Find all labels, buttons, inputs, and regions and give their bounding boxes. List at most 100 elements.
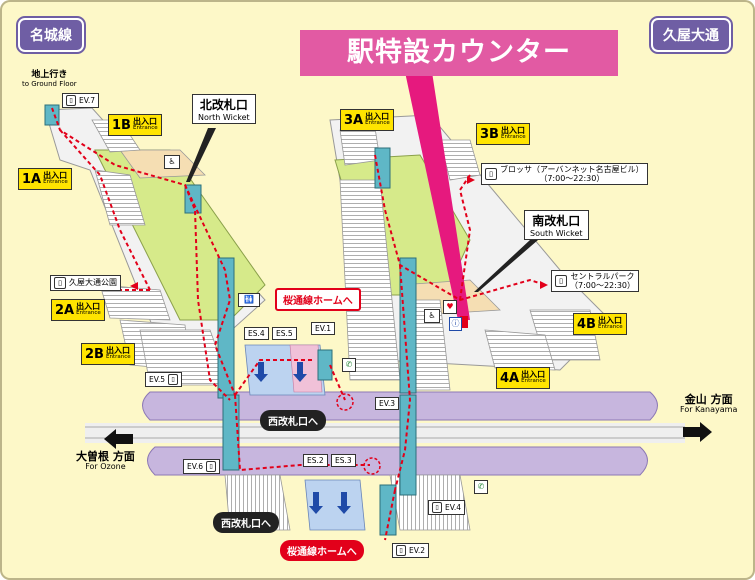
entrance-en: Entrance xyxy=(365,120,390,127)
entrance-ja: 出入口 xyxy=(597,316,622,326)
elevator-shaft-ev7 xyxy=(44,104,60,126)
elevator-ev3[interactable]: EV.3 xyxy=(375,397,400,410)
entrance-en: Entrance xyxy=(132,125,158,132)
entrance-en: Entrance xyxy=(76,310,101,317)
escalator-es4[interactable]: ES.4 xyxy=(244,327,269,340)
information-icon: ⓘ xyxy=(449,317,462,331)
elevator-ev2[interactable]: ▯EV.2 xyxy=(392,543,430,558)
entrance-code: 4B xyxy=(577,316,596,332)
south-wicket-pointer xyxy=(474,240,538,292)
kanayama-direction: 金山 方面 For Kanayama xyxy=(680,393,738,415)
entrance-ja: 出入口 xyxy=(43,171,68,181)
entrance-en: Entrance xyxy=(500,134,526,141)
elevator-label: EV.4 xyxy=(445,503,462,512)
elevator-icon: ▯ xyxy=(206,461,217,472)
entrance-ja: 出入口 xyxy=(76,302,101,312)
phone-icon: ✆ xyxy=(342,358,356,372)
counter-marker xyxy=(460,316,468,328)
elevator-ev7[interactable]: ▯EV.7 xyxy=(62,93,100,108)
kanayama-arrow xyxy=(683,422,712,442)
entrance-code: 2B xyxy=(85,346,104,362)
north-wicket-pointer xyxy=(186,128,216,182)
park-exit-label[interactable]: ▯ 久屋大通公園 xyxy=(50,275,121,291)
elevator-ev1[interactable]: EV.1 xyxy=(311,322,336,335)
ozone-ja: 大曽根 方面 xyxy=(76,450,135,463)
route-marker-upper xyxy=(336,393,354,411)
phone-icon: ✆ xyxy=(474,480,488,494)
west-wicket-lower-label[interactable]: 西改札口へ xyxy=(213,512,279,533)
central-park-exit-label[interactable]: ▯ セントラルパーク （7:00～22:30） xyxy=(551,270,640,293)
counter-pointer xyxy=(405,72,470,320)
elevator-icon: ▯ xyxy=(396,545,406,556)
ground-floor-en: to Ground Floor xyxy=(22,79,77,88)
elevator-shaft-ev4 xyxy=(399,394,417,496)
elevator-label: EV.5 xyxy=(149,375,166,384)
restroom-icon: ♿ xyxy=(164,155,180,169)
entrance-en: Entrance xyxy=(105,354,131,361)
elevator-shaft-south xyxy=(374,147,391,189)
south-wicket-label: 南改札口 South Wicket xyxy=(524,210,589,240)
brossa-exit-label[interactable]: ▯ ブロッサ（アーバンネット名古屋ビル） （7:00～22:30） xyxy=(481,163,648,186)
escalator-es3[interactable]: ES.3 xyxy=(331,454,356,467)
ozone-arrow xyxy=(104,429,133,449)
entrance-code: 1B xyxy=(112,117,131,133)
elevator-shaft-ev3 xyxy=(399,257,417,394)
entrance-ja: 出入口 xyxy=(500,126,525,136)
west-stair-2a xyxy=(99,284,171,321)
elevator-label: EV.7 xyxy=(79,96,96,105)
elevator-icon: ▯ xyxy=(66,95,76,106)
north-wicket-en: North Wicket xyxy=(198,113,250,122)
entrance-en: Entrance xyxy=(597,324,623,331)
kanayama-en: For Kanayama xyxy=(680,405,738,415)
toilet-icon: 🚻 xyxy=(238,293,260,307)
lower-escalator xyxy=(304,479,366,531)
elevator-icon: ▯ xyxy=(432,502,442,513)
escalator-direction-arrows xyxy=(254,362,351,514)
elevator-shaft-ev2 xyxy=(379,484,397,536)
elevator-label: EV.6 xyxy=(187,462,204,471)
exit-icon: ▯ xyxy=(54,277,66,289)
south-wicket-ja: 南改札口 xyxy=(532,214,581,228)
elevator-ev6[interactable]: EV.6▯ xyxy=(183,459,221,474)
entrance-code: 3A xyxy=(344,112,364,128)
escalator-es2[interactable]: ES.2 xyxy=(303,454,328,467)
entrance-en: Entrance xyxy=(43,179,68,186)
elevator-label: EV.2 xyxy=(409,546,426,555)
brossa-name: ブロッサ（アーバンネット名古屋ビル） xyxy=(500,165,644,174)
elevator-shaft-north xyxy=(184,184,202,214)
elevator-label: EV.3 xyxy=(379,399,396,408)
ozone-direction: 大曽根 方面 For Ozone xyxy=(76,450,135,472)
elevator-label: EV.1 xyxy=(315,324,332,333)
special-counter-banner: 駅特設カウンター xyxy=(300,30,618,76)
south-wicket-en: South Wicket xyxy=(530,229,583,238)
east-stair-3a xyxy=(339,127,381,166)
heart-icon: ♥ xyxy=(443,300,457,314)
restroom-icon: ♿ xyxy=(424,309,440,323)
track xyxy=(85,423,685,443)
park-name: 久屋大通公園 xyxy=(69,278,117,288)
escalator-es5[interactable]: ES.5 xyxy=(272,327,297,340)
east-stair-4a xyxy=(484,329,556,371)
elevator-shaft-ev1 xyxy=(317,349,333,381)
kanayama-ja: 金山 方面 xyxy=(684,393,733,406)
elevator-ev5[interactable]: EV.5▯ xyxy=(145,372,183,387)
entrance-code: 3B xyxy=(480,126,499,142)
elevator-icon: ▯ xyxy=(168,374,179,385)
sakura-line-upper-label[interactable]: 桜通線ホームへ xyxy=(275,288,361,311)
west-wicket-upper-label[interactable]: 西改札口へ xyxy=(260,410,326,431)
elevator-ev4[interactable]: ▯EV.4 xyxy=(428,500,466,515)
route-marker-lower xyxy=(363,457,381,475)
entrance-code: 2A xyxy=(55,302,75,318)
sakura-line-lower-label[interactable]: 桜通線ホームへ xyxy=(280,540,364,561)
entrance-ja: 出入口 xyxy=(105,346,130,356)
north-wicket-ja: 北改札口 xyxy=(199,98,248,112)
